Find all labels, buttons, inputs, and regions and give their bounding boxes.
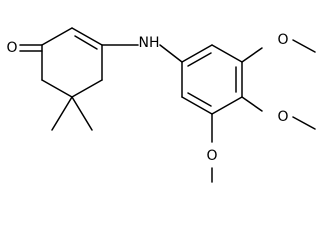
bond-n-aryl <box>159 44 183 63</box>
cyclohexenone-ring <box>41 27 103 98</box>
bond-methyl-b <box>71 96 93 131</box>
bond-ar1-ar2 <box>181 44 213 63</box>
gem-dimethyl <box>51 96 93 131</box>
bond-aromatic-inner-3 <box>187 92 212 107</box>
bond-ar4-ar5 <box>211 96 243 115</box>
bond-ar3-o <box>241 47 263 63</box>
bond-c5-c6 <box>41 79 73 98</box>
carbonyl-group <box>19 44 43 52</box>
carbonyl-oxygen-label: O <box>6 40 17 56</box>
bond-o-ch3-top <box>292 39 316 53</box>
methoxy-para <box>241 96 316 130</box>
methoxy-para-oxygen-label: O <box>277 109 288 125</box>
amine-linker <box>101 44 183 63</box>
methoxy-bottom-oxygen-label: O <box>206 148 217 164</box>
bond-c2-c3-double <box>74 35 98 50</box>
molecule-diagram: O NH O O O <box>6 27 316 183</box>
methoxy-top-oxygen-label: O <box>277 32 288 48</box>
structure-drawing: O NH O O O <box>6 27 316 183</box>
bond-methyl-a <box>51 96 73 131</box>
bond-ar4-o <box>241 96 263 112</box>
bond-ar2-ar3 <box>211 44 243 63</box>
amine-nitrogen-label: NH <box>139 35 160 51</box>
bond-ar5-ar6 <box>181 96 213 115</box>
bond-o-ch3-para <box>292 116 316 130</box>
bond-aromatic-inner-1 <box>187 52 212 67</box>
bond-c1-c2 <box>41 27 73 46</box>
bond-c4-c5 <box>71 79 103 98</box>
bond-c2-c3 <box>71 27 103 46</box>
methoxy-top <box>241 39 316 63</box>
benzene-ring <box>181 44 243 115</box>
